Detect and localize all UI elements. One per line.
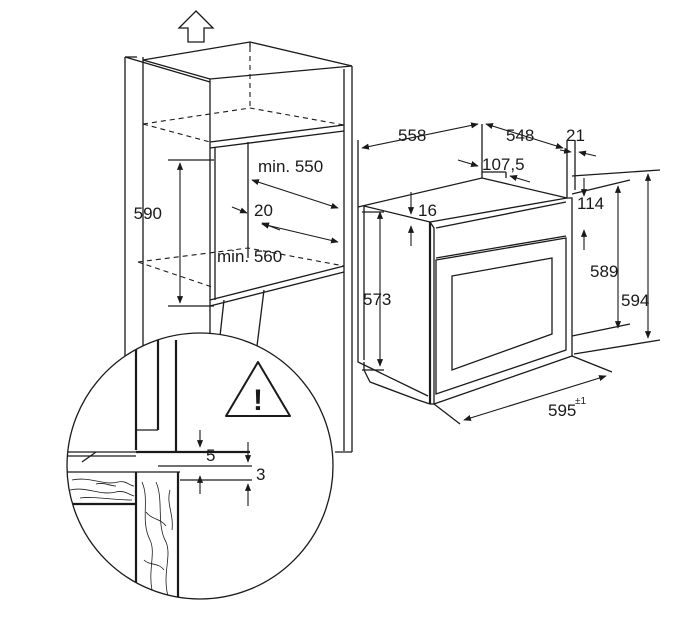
dim-16-label: 16 — [418, 201, 437, 220]
dim-548-label: 548 — [506, 126, 534, 145]
dim-558-label: 558 — [398, 126, 426, 145]
dim-595-tolerance-label: ±1 — [575, 396, 586, 407]
dim-20-label: 20 — [254, 201, 273, 220]
warning-triangle-icon: ! — [225, 361, 291, 417]
detail-dim-5-label: 5 — [206, 446, 215, 465]
cabinet — [124, 41, 353, 453]
dim-21-label: 21 — [566, 126, 585, 145]
dim-595-label: 595 — [548, 401, 576, 420]
detail-dim-3-label: 3 — [256, 465, 265, 484]
dim-590-label: 590 — [134, 204, 162, 223]
oven-dimensions: 558 548 21 107,5 16 573 114 589 594 — [357, 122, 661, 425]
dim-114-label: 114 — [577, 194, 604, 213]
cabinet-dimensions: 590 min. 550 20 min. 560 — [134, 157, 339, 307]
warning-symbol: ! — [253, 384, 263, 417]
dim-107-5-label: 107,5 — [482, 155, 525, 174]
dim-min-550-label: min. 550 — [258, 157, 323, 176]
dim-573-label: 573 — [363, 290, 391, 309]
detail-view: 5 3 ! — [66, 289, 334, 600]
dim-594-label: 594 — [621, 291, 649, 310]
dim-589-label: 589 — [590, 262, 618, 281]
dim-min-560-label: min. 560 — [217, 247, 282, 266]
oven — [357, 171, 573, 405]
arrow-up-icon — [177, 10, 215, 43]
